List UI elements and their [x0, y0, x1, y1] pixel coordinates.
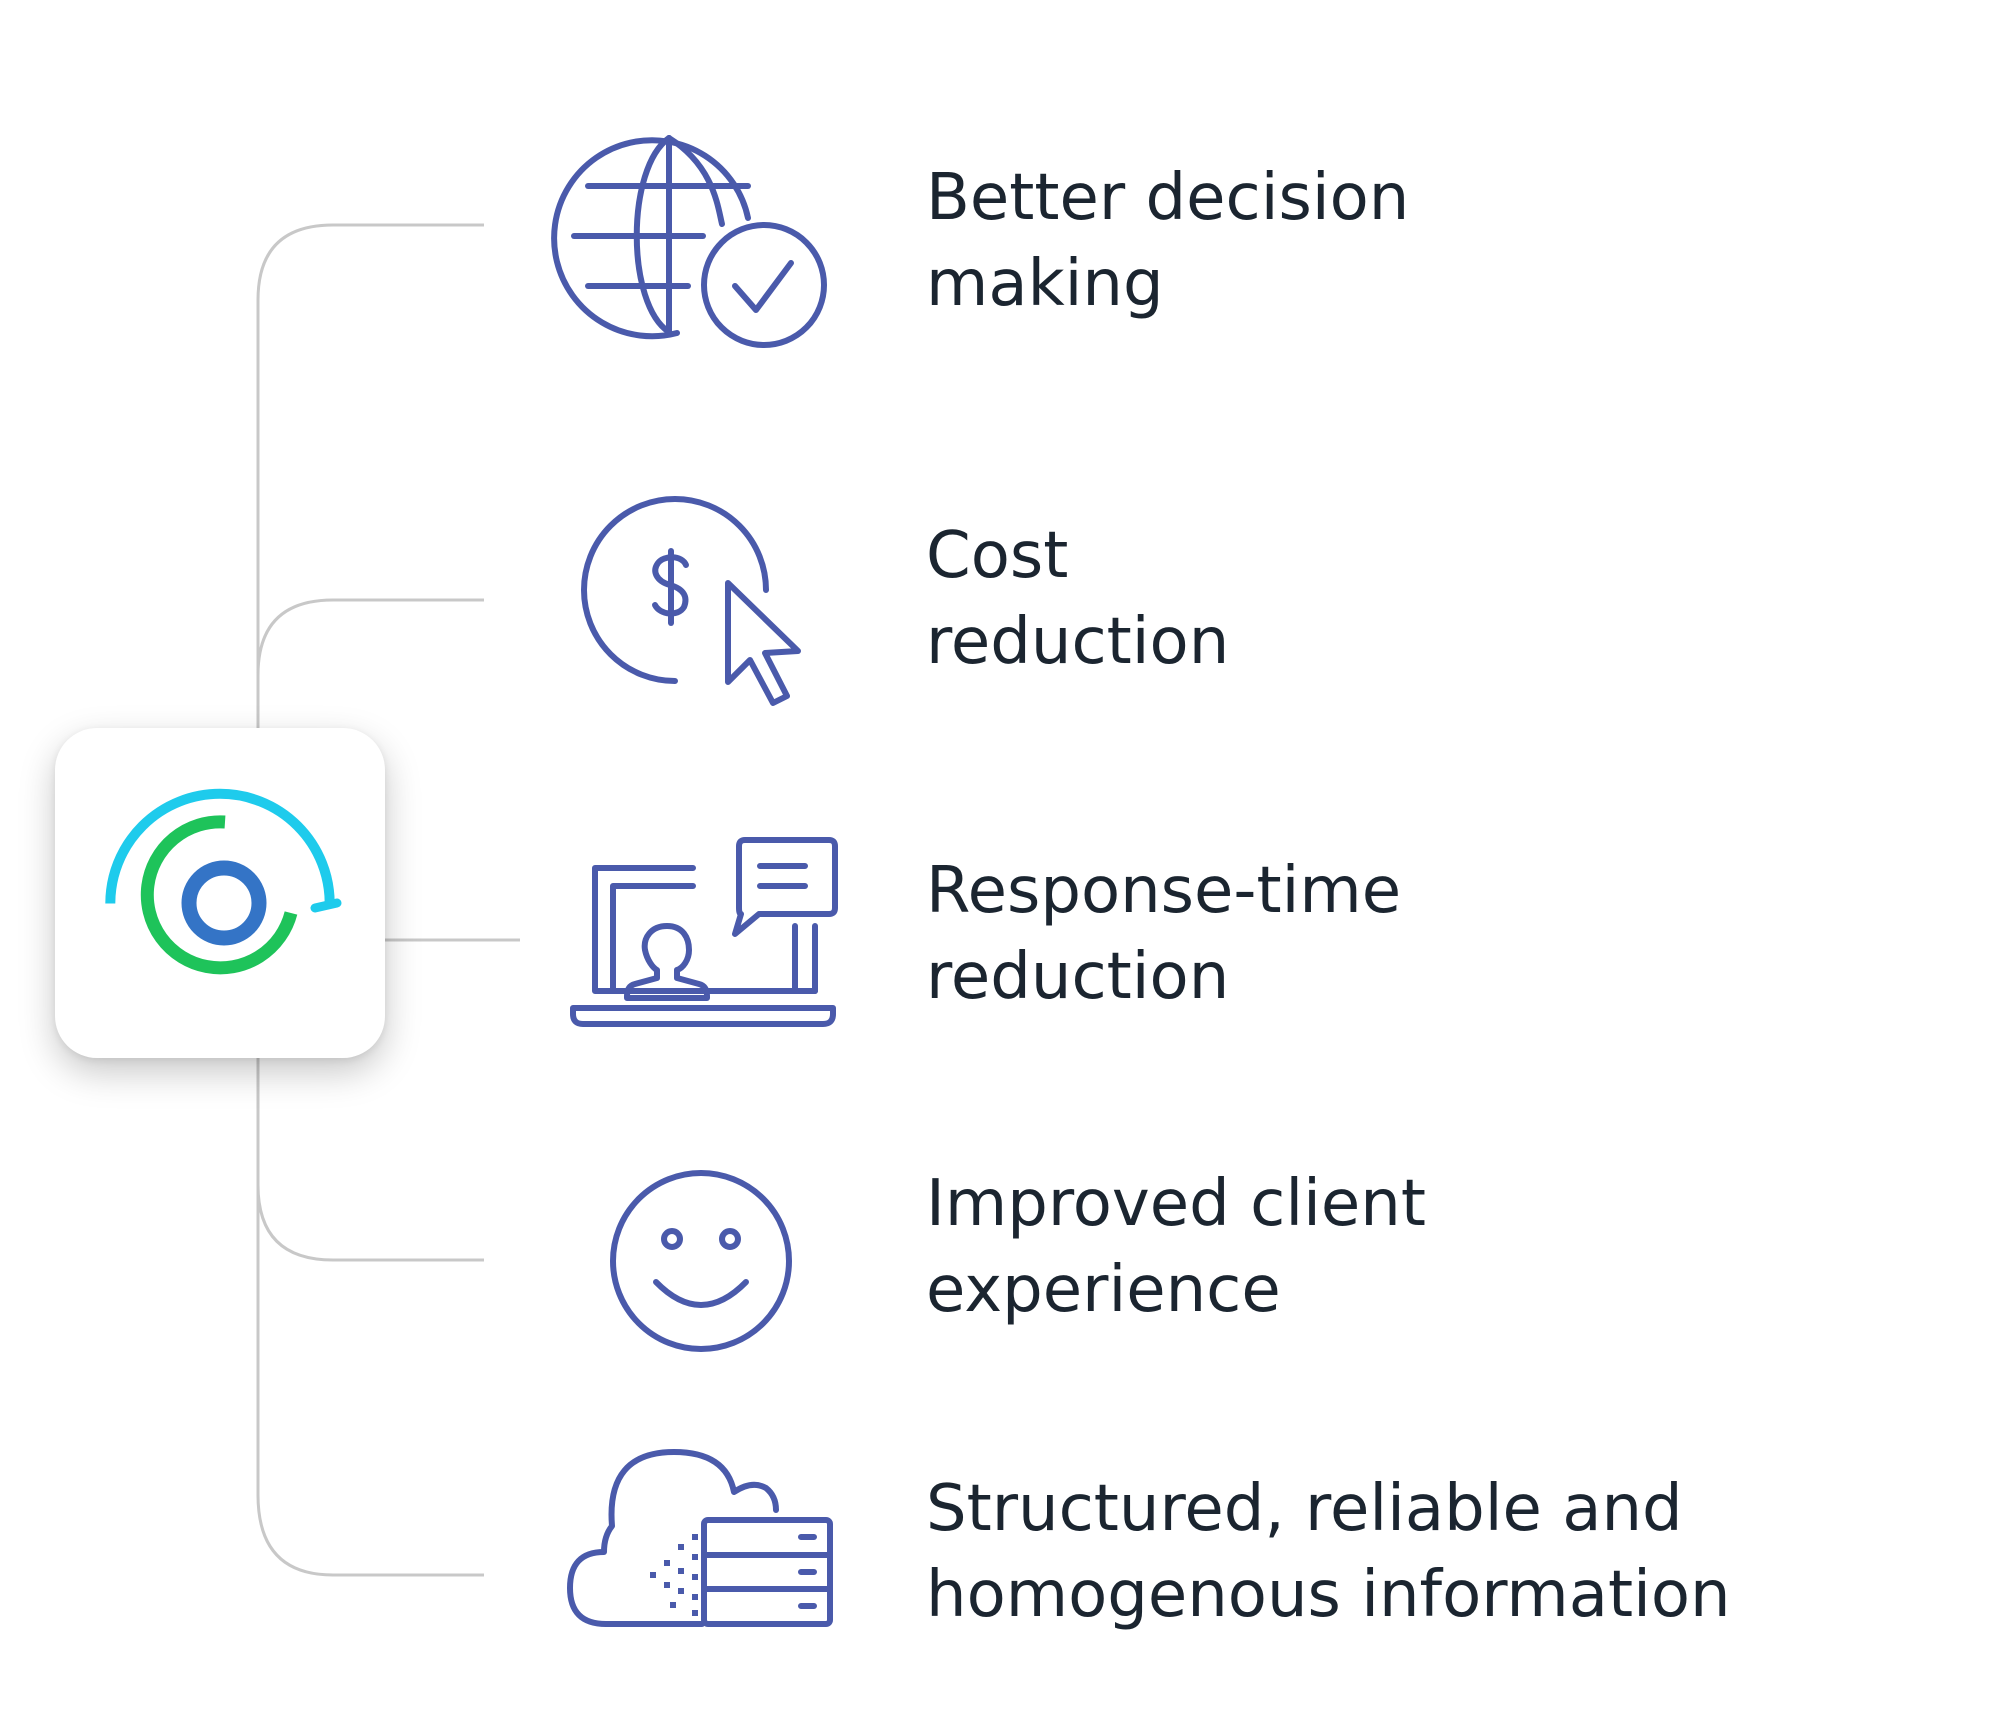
cloud-server-icon	[566, 1448, 836, 1628]
benefit-line: reduction	[926, 940, 1230, 1014]
benefit-response-time: Response-time reduction	[926, 848, 1401, 1020]
benefit-line: Improved client	[926, 1167, 1426, 1241]
connector-cost	[256, 598, 484, 728]
globe-check-icon	[551, 135, 831, 353]
benefit-line: Better decision	[926, 161, 1410, 235]
benefit-cost-reduction: Cost reduction	[926, 513, 1229, 685]
benefit-line: Response-time	[926, 854, 1402, 928]
logo-card	[55, 728, 385, 1058]
benefit-line: making	[926, 247, 1164, 321]
benefit-line: homogenous information	[926, 1558, 1731, 1632]
brand-logo	[105, 788, 342, 975]
benefit-line: Structured, reliable and	[926, 1472, 1683, 1546]
connector-client	[256, 1058, 484, 1262]
laptop-chat-icon	[565, 836, 840, 1031]
benefit-client-experience: Improved client experience	[926, 1161, 1426, 1333]
benefit-line: Cost	[926, 519, 1069, 593]
benefit-structured-information: Structured, reliable and homogenous info…	[926, 1466, 1731, 1638]
smiley-face-icon	[606, 1166, 796, 1356]
connector-information	[256, 1058, 484, 1577]
benefit-decision-making: Better decision making	[926, 155, 1409, 327]
dollar-cursor-icon	[580, 496, 820, 707]
benefit-line: reduction	[926, 605, 1230, 679]
benefit-line: experience	[926, 1253, 1281, 1327]
connector-decision	[256, 223, 484, 728]
